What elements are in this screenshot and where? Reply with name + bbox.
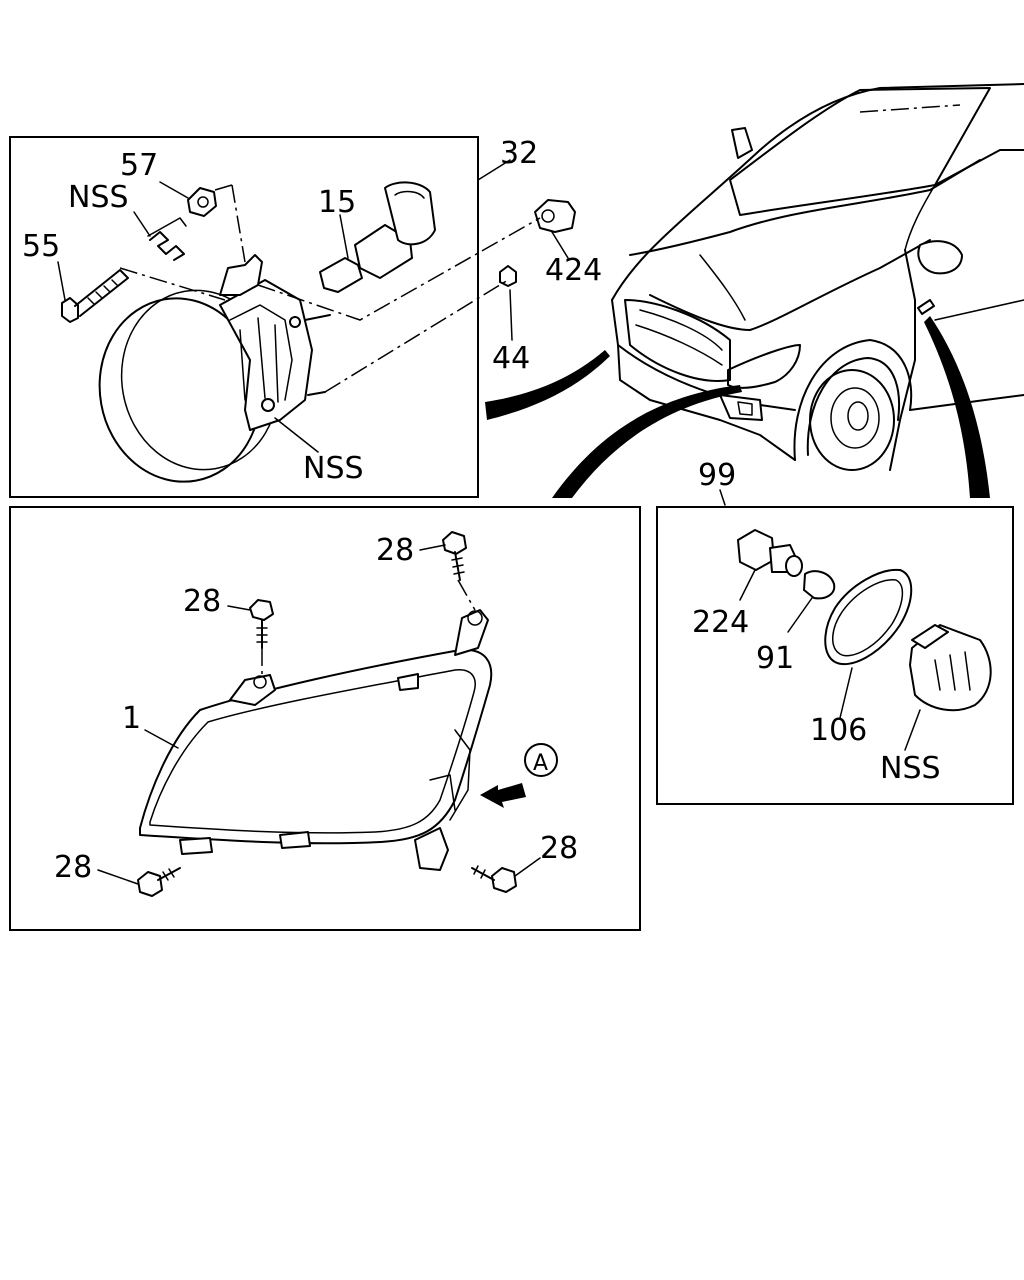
callout-28-top-left: 28 xyxy=(183,584,221,619)
headlamp-panel xyxy=(9,506,641,931)
bolt-bottom-left xyxy=(137,867,181,897)
callout-nss-lens: NSS xyxy=(303,451,364,486)
side-marker-panel xyxy=(656,506,1014,805)
vehicle-illustration xyxy=(611,83,1024,471)
callout-99: 99 xyxy=(698,458,736,493)
callout-91: 91 xyxy=(756,641,794,676)
callout-28-bottom-left: 28 xyxy=(54,850,92,885)
bolt-bottom-right xyxy=(471,865,517,893)
callout-28-top-right: 28 xyxy=(376,533,414,568)
callout-nss-spring: NSS xyxy=(68,180,129,215)
fog-lamp-panel xyxy=(9,136,479,498)
callout-57: 57 xyxy=(120,148,158,183)
callout-15: 15 xyxy=(318,185,356,220)
callout-44: 44 xyxy=(492,341,530,376)
callout-28-bottom-right: 28 xyxy=(540,831,578,866)
callout-32: 32 xyxy=(500,136,538,171)
headlamp-drawing xyxy=(97,531,558,897)
bolt-top-left xyxy=(249,599,274,649)
leader-swooshes xyxy=(485,316,990,498)
callout-55: 55 xyxy=(22,229,60,264)
callout-224: 224 xyxy=(692,605,749,640)
fog-lamp-drawing xyxy=(57,159,576,483)
view-marker-a: A xyxy=(533,751,548,776)
callout-106: 106 xyxy=(810,713,867,748)
callout-1: 1 xyxy=(122,701,141,736)
side-marker-drawing xyxy=(719,489,992,751)
callout-424: 424 xyxy=(545,253,602,288)
bolt-top-right xyxy=(442,531,467,581)
callout-nss-marker-lens: NSS xyxy=(880,751,941,786)
